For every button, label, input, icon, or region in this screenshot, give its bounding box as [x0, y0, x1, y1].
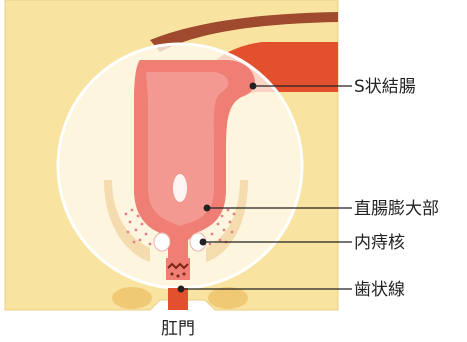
highlight-spot	[173, 174, 187, 202]
label-rectal-ampulla: 直腸膨大部	[354, 199, 439, 219]
anal-canal	[168, 288, 188, 310]
right-glute-fold	[208, 287, 248, 309]
label-anus: 肛門	[161, 319, 195, 339]
label-internal-hemorrhoid: 内痔核	[354, 233, 405, 253]
left-glute-fold	[112, 287, 152, 309]
label-sigmoid-colon: S状結腸	[354, 77, 416, 97]
dentate-line-area	[166, 258, 190, 280]
label-dentate-line: 歯状線	[354, 280, 405, 300]
